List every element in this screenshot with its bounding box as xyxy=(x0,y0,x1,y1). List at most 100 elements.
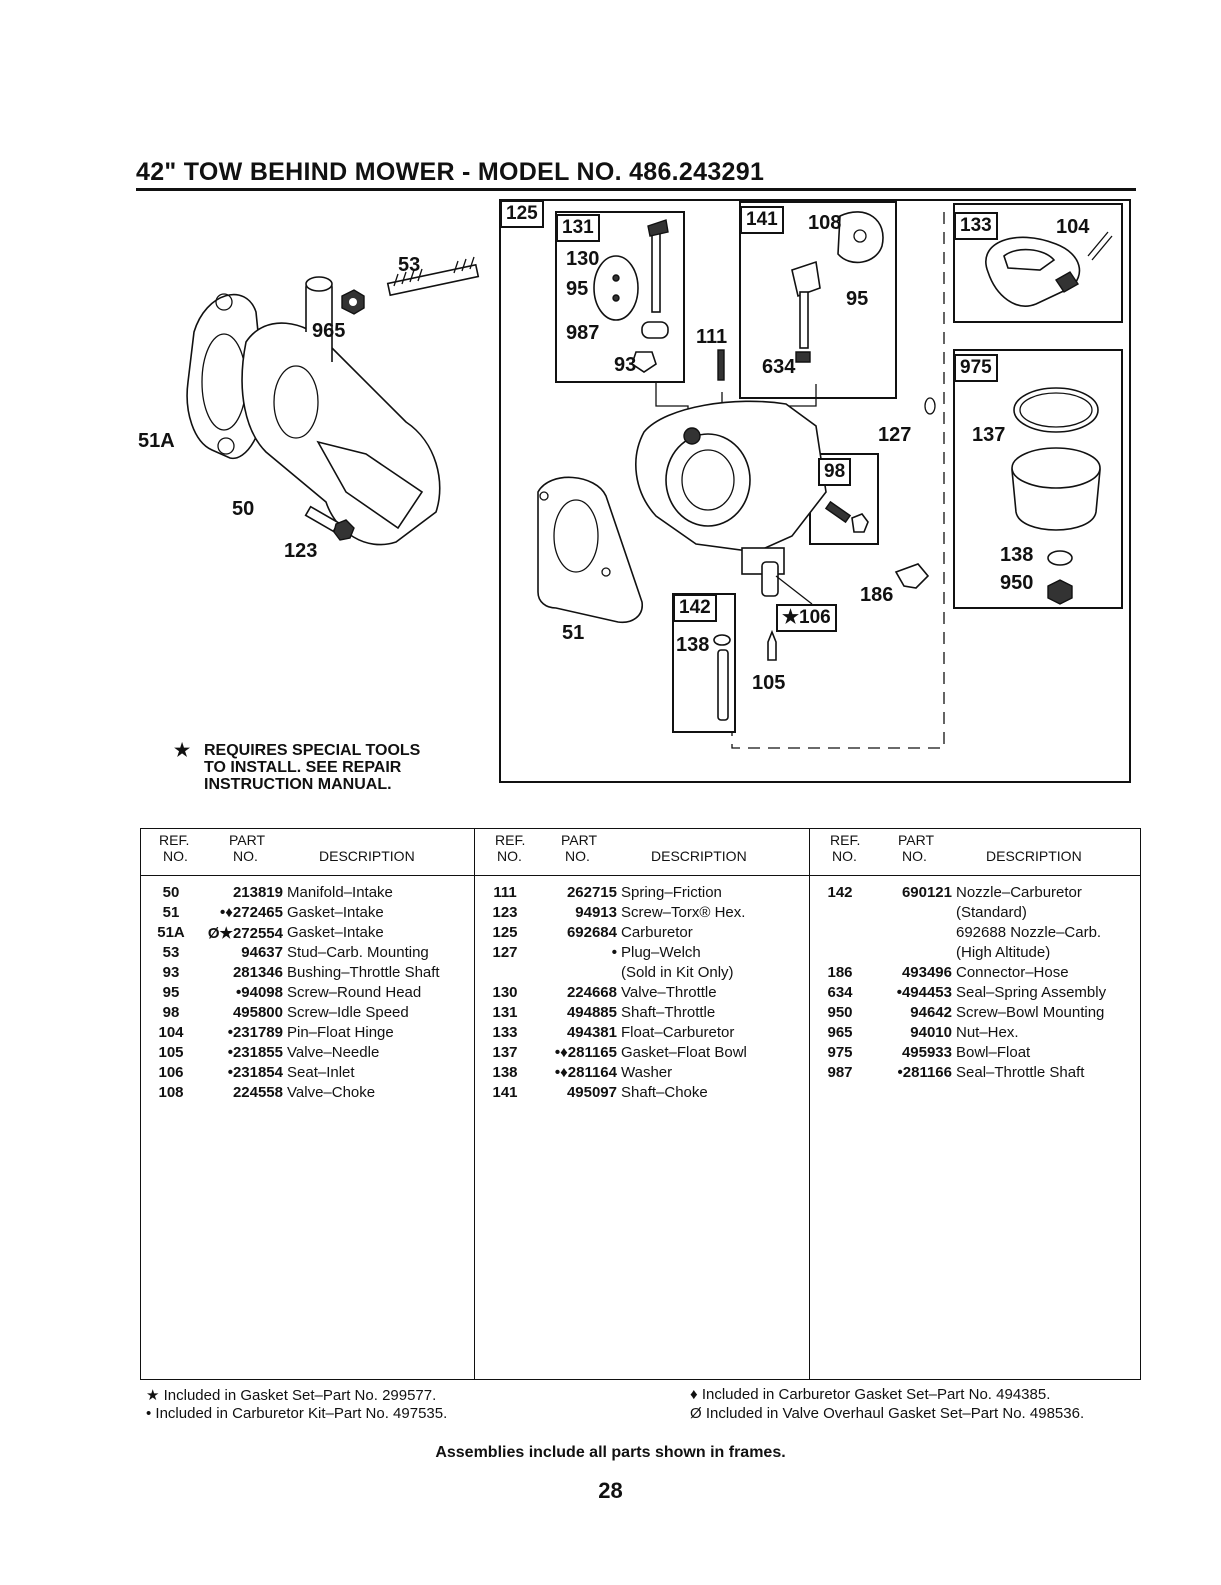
callout-127: 127 xyxy=(878,424,912,446)
table-row: 127•Plug–Welch xyxy=(492,944,701,961)
frame-141-border xyxy=(739,201,897,399)
callout-634: 634 xyxy=(762,356,796,378)
callout-138-nozzle: 138 xyxy=(676,634,710,656)
parts-drawing xyxy=(186,199,1131,783)
table-row: (High Altitude) xyxy=(956,944,1051,961)
frame-label-133: 133 xyxy=(954,212,998,240)
table-row: (Sold in Kit Only) xyxy=(621,964,734,981)
footnote-carburetor-gasket-set: ♦ Included in Carburetor Gasket Set–Part… xyxy=(690,1386,1051,1403)
header-ref: REF. xyxy=(495,832,526,848)
callout-111: 111 xyxy=(696,326,728,348)
frame-131-border xyxy=(555,211,685,383)
frame-975-border xyxy=(953,349,1123,609)
header-part-no: NO. xyxy=(233,848,258,864)
special-tools-note: ★ REQUIRES SPECIAL TOOLS TO INSTALL. SEE… xyxy=(174,741,421,793)
needle-105-shape xyxy=(767,629,777,661)
note-line-2: TO INSTALL. SEE REPAIR xyxy=(204,759,402,776)
throttle-shaft-shape xyxy=(593,219,669,373)
callout-130: 130 xyxy=(566,248,600,270)
stud-53-shape xyxy=(386,256,480,297)
callout-950: 950 xyxy=(1000,572,1034,594)
header-ref-no: NO. xyxy=(497,848,522,864)
float-133-shape xyxy=(985,231,1113,307)
footnote-carburetor-kit: • Included in Carburetor Kit–Part No. 49… xyxy=(146,1405,448,1422)
table-header: REF. NO. PART NO. DESCRIPTION xyxy=(141,829,474,876)
header-part: PART xyxy=(561,832,598,848)
header-ref-no: NO. xyxy=(832,848,857,864)
header-part-no: NO. xyxy=(565,848,590,864)
table-header: REF. NO. PART NO. DESCRIPTION xyxy=(475,829,809,876)
callout-51a: 51A xyxy=(138,430,175,452)
callout-53: 53 xyxy=(398,254,421,276)
frame-label-98: 98 xyxy=(818,458,852,486)
welch-plug-127-shape xyxy=(924,397,936,415)
callout-95-throttle: 95 xyxy=(566,278,589,300)
header-part: PART xyxy=(229,832,266,848)
frame-125-border xyxy=(499,199,1131,783)
header-part-no: NO. xyxy=(902,848,927,864)
frame-label-141: 141 xyxy=(740,206,784,234)
nozzle-142-shape xyxy=(713,634,731,721)
table-header: REF. NO. PART NO. DESCRIPTION xyxy=(810,829,1140,876)
note-line-3: INSTRUCTION MANUAL. xyxy=(204,776,392,793)
assemblies-note: Assemblies include all parts shown in fr… xyxy=(435,1444,786,1461)
choke-shaft-shape xyxy=(791,211,884,363)
callout-137: 137 xyxy=(972,424,1006,446)
spring-111-shape xyxy=(717,349,725,381)
callout-186: 186 xyxy=(860,584,894,606)
header-ref: REF. xyxy=(830,832,861,848)
header-ref-no: NO. xyxy=(163,848,188,864)
screw-123-shape xyxy=(304,505,355,541)
callout-93: 93 xyxy=(614,354,637,376)
callout-108: 108 xyxy=(808,212,842,234)
callout-105: 105 xyxy=(752,672,786,694)
callout-987: 987 xyxy=(566,322,600,344)
header-description: DESCRIPTION xyxy=(319,848,415,864)
header-part: PART xyxy=(898,832,935,848)
header-ref: REF. xyxy=(159,832,190,848)
frame-label-125: 125 xyxy=(500,200,544,228)
callout-104: 104 xyxy=(1056,216,1090,238)
connector-186-shape xyxy=(894,563,930,589)
page-title: 42" TOW BEHIND MOWER - MODEL NO. 486.243… xyxy=(136,158,765,186)
callout-95-choke: 95 xyxy=(846,288,869,310)
frame-label-106: ★106 xyxy=(776,604,837,632)
gasket-51a-shape xyxy=(186,293,265,460)
bowl-975-shape xyxy=(1011,387,1101,605)
footnote-valve-overhaul-set: Ø Included in Valve Overhaul Gasket Set–… xyxy=(690,1405,1085,1422)
frame-133-border xyxy=(953,203,1123,323)
title-rule xyxy=(136,188,1136,191)
callout-138-bowl: 138 xyxy=(1000,544,1034,566)
callout-51: 51 xyxy=(562,622,585,644)
note-line-1: REQUIRES SPECIAL TOOLS xyxy=(204,742,421,759)
table-row: 692688 Nozzle–Carb. xyxy=(956,924,1102,941)
parts-diagram: 53 965 51A 50 123 51 130 95 987 93 111 1… xyxy=(136,192,1136,812)
